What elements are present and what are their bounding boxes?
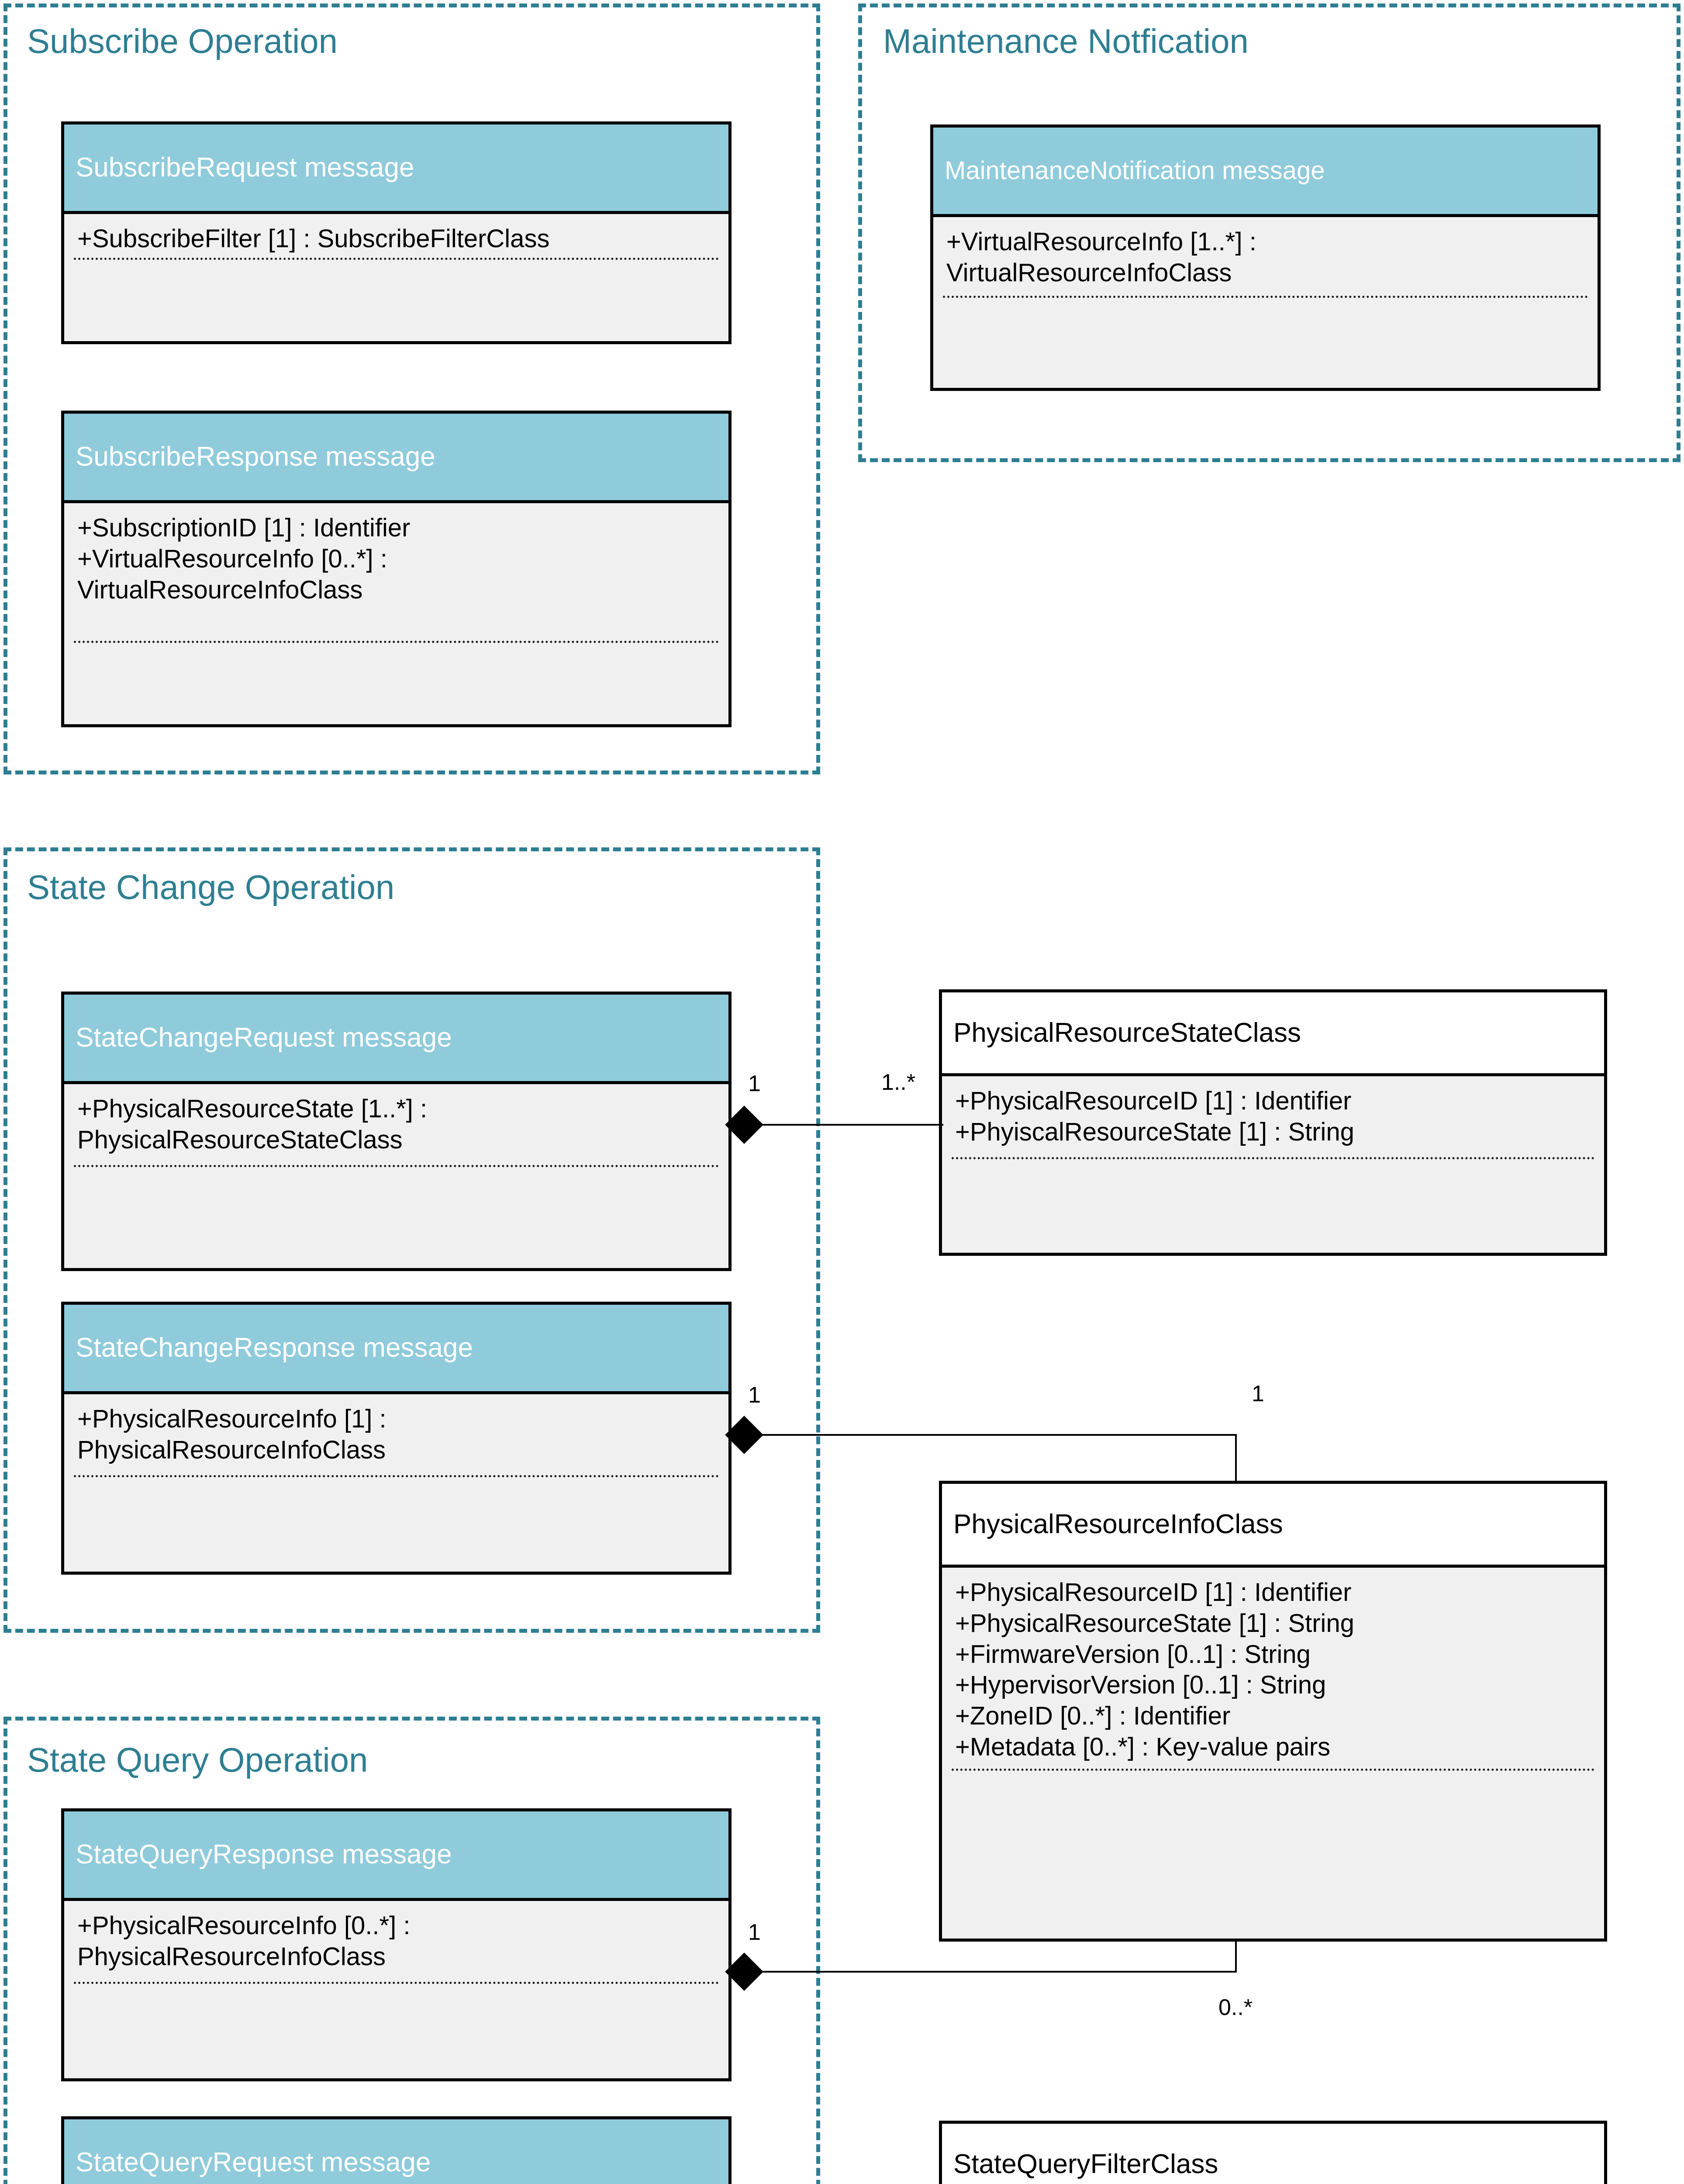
uml-box-subscribe-request: SubscribeRequest message +SubscribeFilte… bbox=[61, 121, 732, 344]
uml-compartment-separator bbox=[952, 1769, 1594, 1771]
group-title-subscribe-operation: Subscribe Operation bbox=[27, 22, 338, 60]
uml-box-state-change-response: StateChangeResponse message +PhysicalRes… bbox=[61, 1302, 732, 1575]
uml-compartment-separator bbox=[943, 296, 1588, 298]
group-subscribe-operation bbox=[3, 3, 820, 774]
uml-attribute: +Metadata [0..*] : Key-value pairs bbox=[955, 1732, 1331, 1761]
uml-body-state-change-request: +PhysicalResourceState [1..*] : Physical… bbox=[64, 1084, 728, 1268]
uml-compartment-separator bbox=[952, 1157, 1594, 1159]
uml-box-physical-resource-info-class: PhysicalResourceInfoClass +PhysicalResou… bbox=[939, 1481, 1607, 1942]
uml-box-state-change-request: StateChangeRequest message +PhysicalReso… bbox=[61, 992, 732, 1271]
association-line-state-query-response-to-info-class-rise bbox=[1235, 1939, 1237, 1973]
uml-compartment-separator bbox=[74, 1165, 719, 1167]
group-title-state-change-operation: State Change Operation bbox=[27, 868, 395, 906]
uml-body-state-query-response: +PhysicalResourceInfo [0..*] : PhysicalR… bbox=[64, 1901, 728, 2078]
uml-header-maintenance-notification: MaintenanceNotification message bbox=[933, 128, 1598, 217]
uml-box-physical-resource-state-class: PhysicalResourceStateClass +PhysicalReso… bbox=[939, 989, 1607, 1256]
association-line-state-change-response-to-info-class bbox=[742, 1434, 1236, 1436]
uml-header-subscribe-request: SubscribeRequest message bbox=[64, 124, 728, 214]
uml-attribute: +PhyiscalResourceState [1] : String bbox=[955, 1117, 1354, 1146]
uml-body-maintenance-notification: +VirtualResourceInfo [1..*] : VirtualRes… bbox=[933, 217, 1598, 388]
uml-compartment-separator bbox=[74, 641, 719, 643]
uml-box-state-query-request: StateQueryRequest message StateQueryFilt… bbox=[61, 2116, 732, 2184]
uml-body-physical-resource-info-class: +PhysicalResourceID [1] : Identifier +Ph… bbox=[942, 1568, 1604, 1939]
uml-attribute: +PhysicalResourceID [1] : Identifier bbox=[955, 1087, 1352, 1115]
uml-compartment-separator bbox=[74, 1475, 719, 1477]
uml-attribute: +PhysicalResourceState [1..*] : Physical… bbox=[77, 1095, 428, 1154]
uml-box-maintenance-notification: MaintenanceNotification message +Virtual… bbox=[930, 124, 1601, 391]
uml-header-state-query-response: StateQueryResponse message bbox=[64, 1811, 728, 1901]
uml-header-state-query-filter-class: StateQueryFilterClass bbox=[942, 2124, 1604, 2184]
uml-body-subscribe-request: +SubscribeFilter [1] : SubscribeFilterCl… bbox=[64, 214, 728, 341]
multiplicity-target-state-class: 1..* bbox=[881, 1070, 916, 1095]
uml-attribute: +SubscribeFilter [1] : SubscribeFilterCl… bbox=[77, 225, 550, 253]
group-state-query-operation bbox=[3, 1717, 820, 2184]
association-line-state-query-response-to-info-class bbox=[742, 1971, 1236, 1973]
uml-body-physical-resource-state-class: +PhysicalResourceID [1] : Identifier +Ph… bbox=[942, 1076, 1604, 1253]
association-line-state-change-request-to-state-class bbox=[742, 1124, 943, 1126]
uml-header-physical-resource-info-class: PhysicalResourceInfoClass bbox=[942, 1484, 1604, 1568]
uml-header-state-change-response: StateChangeResponse message bbox=[64, 1305, 728, 1394]
uml-box-state-query-response: StateQueryResponse message +PhysicalReso… bbox=[61, 1808, 732, 2081]
group-state-change-operation bbox=[3, 847, 820, 1633]
uml-attribute: +PhysicalResourceInfo [1] : PhysicalReso… bbox=[77, 1405, 386, 1464]
uml-attribute: +PhysicalResourceInfo [0..*] : PhysicalR… bbox=[77, 1911, 411, 1971]
uml-body-state-change-response: +PhysicalResourceInfo [1] : PhysicalReso… bbox=[64, 1394, 728, 1572]
group-title-state-query-operation: State Query Operation bbox=[27, 1741, 368, 1779]
multiplicity-target-info-class-top: 1 bbox=[1252, 1381, 1264, 1406]
uml-header-state-query-request: StateQueryRequest message bbox=[64, 2119, 728, 2184]
uml-box-state-query-filter-class: StateQueryFilterClass +PhysicalResourceI… bbox=[939, 2121, 1607, 2184]
group-maintenance-notification bbox=[858, 3, 1681, 462]
multiplicity-target-info-class-bottom: 0..* bbox=[1218, 1995, 1253, 2020]
uml-header-state-change-request: StateChangeRequest message bbox=[64, 995, 728, 1084]
uml-attribute: +VirtualResourceInfo [0..*] : VirtualRes… bbox=[77, 544, 387, 604]
uml-attribute: +PhysicalResourceState [1] : String bbox=[955, 1609, 1354, 1638]
uml-attribute: +ZoneID [0..*] : Identifier bbox=[955, 1702, 1231, 1730]
multiplicity-source-state-query-response: 1 bbox=[748, 1920, 761, 1945]
uml-box-subscribe-response: SubscribeResponse message +SubscriptionI… bbox=[61, 411, 732, 727]
multiplicity-source-state-change-request: 1 bbox=[748, 1071, 761, 1096]
uml-attribute: +PhysicalResourceID [1] : Identifier bbox=[955, 1578, 1352, 1607]
uml-attribute: +SubscriptionID [1] : Identifier bbox=[77, 514, 411, 542]
uml-attribute: +FirmwareVersion [0..1] : String bbox=[955, 1640, 1311, 1669]
uml-compartment-separator bbox=[74, 258, 719, 260]
uml-attribute: +HypervisorVersion [0..1] : String bbox=[955, 1671, 1326, 1700]
uml-header-subscribe-response: SubscribeResponse message bbox=[64, 414, 728, 503]
uml-header-physical-resource-state-class: PhysicalResourceStateClass bbox=[942, 992, 1604, 1076]
association-line-state-change-response-to-info-class-drop bbox=[1235, 1434, 1237, 1482]
uml-body-subscribe-response: +SubscriptionID [1] : Identifier +Virtua… bbox=[64, 503, 728, 724]
uml-compartment-separator bbox=[74, 1982, 719, 1984]
group-title-maintenance-notification: Maintenance Notfication bbox=[883, 22, 1249, 60]
multiplicity-source-state-change-response: 1 bbox=[748, 1382, 761, 1408]
uml-attribute: +VirtualResourceInfo [1..*] : VirtualRes… bbox=[946, 228, 1256, 287]
